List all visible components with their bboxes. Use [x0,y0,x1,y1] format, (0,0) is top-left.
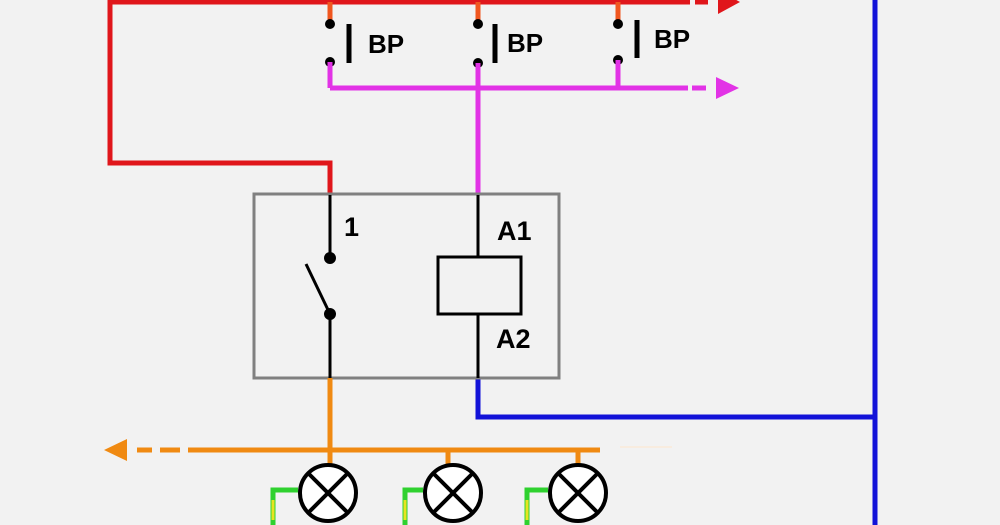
phase-line [107,0,690,195]
push-button-contact-top [613,19,623,29]
earth-wires [270,487,548,525]
push-button-contact-top [473,19,483,29]
relay-contact-icon: 1 [304,195,359,378]
lamp-1 [298,463,358,523]
coil-terminal-label-bottom: A2 [496,324,531,354]
push-button-contact-top [325,19,335,29]
push-button-label: BP [507,28,543,58]
push-button-3: BP [613,19,690,65]
contact-terminal-label: 1 [344,212,359,242]
lamp-line [188,378,600,465]
relay-coil-icon: A1 A2 [436,195,532,378]
relay-frame [252,192,561,380]
arrow-head-icon [716,77,739,99]
contact-terminal-top [324,252,336,264]
contact-blade [304,263,332,315]
neutral-line [475,0,878,525]
lamp-2 [423,463,483,523]
arrow-head-icon [104,439,127,461]
control-line [327,60,688,195]
push-button-label: BP [654,24,690,54]
coil-terminal-label-top: A1 [497,216,532,246]
lamp-3 [548,463,608,523]
arrow-head-icon [718,0,740,14]
push-button-label: BP [368,29,404,59]
